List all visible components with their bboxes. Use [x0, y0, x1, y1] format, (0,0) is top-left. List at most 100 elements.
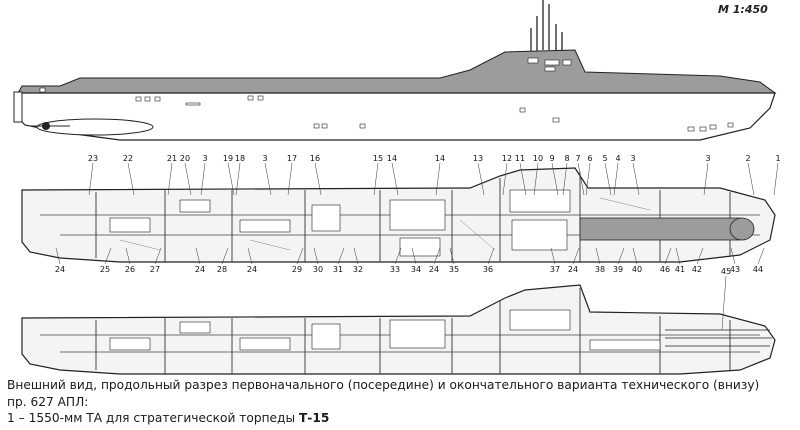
callout-leader — [632, 162, 640, 196]
callout-number: 27 — [150, 265, 160, 274]
callout-leader — [127, 162, 135, 196]
callout-leader — [664, 247, 672, 265]
callout-number: 6 — [587, 154, 592, 163]
callout-leader — [394, 247, 402, 265]
callout-leader — [154, 247, 162, 265]
callout-leader — [502, 162, 508, 196]
callout-number: 35 — [449, 265, 459, 274]
callout-number: 14 — [435, 154, 445, 163]
callout-number: 15 — [373, 154, 383, 163]
callout-leader — [55, 247, 61, 265]
callout-number: 14 — [387, 154, 397, 163]
figure-caption: Внешний вид, продольный разрез первонача… — [7, 377, 797, 427]
callout-number: 4 — [615, 154, 620, 163]
callout-number: 8 — [564, 154, 569, 163]
callout-number: 32 — [353, 265, 363, 274]
callout-number: 40 — [632, 265, 642, 274]
callout-number: 20 — [180, 154, 190, 163]
callout-leader — [247, 247, 253, 265]
callout-number: 45 — [721, 267, 731, 276]
callout-number: 43 — [730, 265, 740, 274]
callout-leader — [435, 162, 441, 196]
callout-leader — [595, 247, 601, 265]
caption-torpedo-name: Т-15 — [298, 411, 330, 425]
caption-line-1: Внешний вид, продольный разрез первонача… — [7, 378, 760, 392]
callout-number: 5 — [602, 154, 607, 163]
callout-number: 3 — [705, 154, 710, 163]
callout-leader — [773, 162, 779, 196]
callout-leader — [287, 162, 293, 196]
callout-number: 34 — [411, 265, 421, 274]
callout-leader — [585, 162, 591, 196]
callout-leader — [449, 247, 455, 265]
callout-number: 10 — [533, 154, 543, 163]
callout-leader — [696, 247, 704, 265]
callout-number: 17 — [287, 154, 297, 163]
caption-line-2: пр. 627 АПЛ: — [7, 394, 89, 409]
callout-number: 29 — [292, 265, 302, 274]
callout-leader — [125, 247, 131, 265]
callout-number: 25 — [100, 265, 110, 274]
callout-number: 21 — [167, 154, 177, 163]
callout-leader — [88, 162, 94, 196]
callout-number: 3 — [202, 154, 207, 163]
callout-number: 9 — [549, 154, 554, 163]
callout-number: 11 — [515, 154, 525, 163]
callout-number: 46 — [660, 265, 670, 274]
callout-number: 24 — [195, 265, 205, 274]
callout-leader — [433, 247, 441, 265]
callout-number: 2 — [745, 154, 750, 163]
callout-number: 42 — [692, 265, 702, 274]
callout-leader — [296, 247, 304, 265]
callout-number: 3 — [262, 154, 267, 163]
callout-number: 24 — [429, 265, 439, 274]
callout-leader — [551, 162, 559, 196]
callout-leader — [411, 247, 417, 265]
lower-section: 45 — [21, 267, 776, 375]
callout-number: 39 — [613, 265, 623, 274]
callout-leader — [577, 162, 585, 196]
callout-number: 26 — [125, 265, 135, 274]
callout-number: 30 — [313, 265, 323, 274]
callout-leader — [373, 162, 379, 196]
callout-leader — [104, 247, 112, 265]
callout-number: 7 — [575, 154, 580, 163]
callout-leader — [313, 247, 319, 265]
callout-number: 44 — [753, 265, 763, 274]
callout-leader — [167, 162, 173, 196]
callout-leader — [604, 162, 612, 196]
callout-leader — [572, 247, 580, 265]
callout-leader — [264, 162, 272, 196]
callout-number: 31 — [333, 265, 343, 274]
callout-leader — [487, 247, 495, 265]
callout-number: 41 — [675, 265, 685, 274]
callout-leader — [721, 275, 727, 331]
callout-number: 13 — [473, 154, 483, 163]
caption-line-3-text: 1 – 1550-мм ТА для стратегической торпед… — [7, 411, 299, 425]
callout-leader — [730, 247, 736, 265]
callout-number: 16 — [310, 154, 320, 163]
callout-leader — [391, 162, 399, 196]
callout-number: 24 — [568, 265, 578, 274]
callout-leader — [314, 162, 322, 196]
callout-number: 18 — [235, 154, 245, 163]
callout-leader — [703, 162, 709, 196]
callout-leader — [227, 162, 235, 196]
callout-leader — [613, 162, 619, 196]
callout-number: 24 — [247, 265, 257, 274]
callout-leader — [221, 247, 229, 265]
callout-leader — [519, 162, 527, 196]
callout-number: 3 — [630, 154, 635, 163]
callout-number: 37 — [550, 265, 560, 274]
callout-leader — [632, 247, 638, 265]
callout-leader — [200, 162, 206, 196]
callout-number: 22 — [123, 154, 133, 163]
callout-leader — [550, 247, 556, 265]
callout-number: 23 — [88, 154, 98, 163]
caption-line-3: 1 – 1550-мм ТА для стратегической торпед… — [7, 410, 797, 427]
callout-leader — [747, 162, 755, 196]
callout-number: 19 — [223, 154, 233, 163]
callout-number: 1 — [775, 154, 780, 163]
callout-number: 12 — [502, 154, 512, 163]
